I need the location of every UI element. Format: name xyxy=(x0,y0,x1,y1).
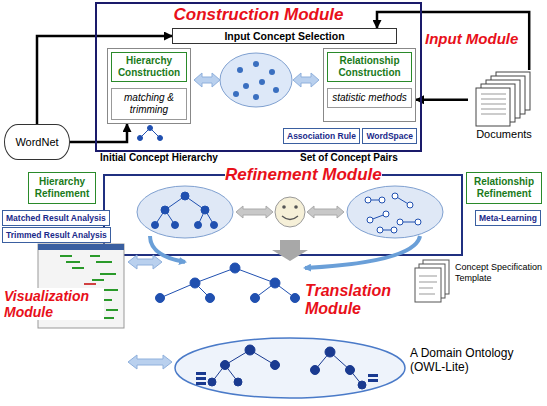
database-shape: WordNet xyxy=(4,124,70,160)
node-label: Matched Result Analysis xyxy=(6,213,106,223)
connector-arrow xyxy=(416,99,468,102)
construction-panel: Relationship Construction statistic metho… xyxy=(323,48,416,122)
module-label: Translation Module xyxy=(305,282,405,319)
module-box: Construction ModuleInput Concept Selecti… xyxy=(95,2,422,152)
node-label: Meta-Learning xyxy=(479,213,537,223)
method-tag: Association Rule xyxy=(283,128,360,144)
node-detail: matching & trimming xyxy=(111,88,187,120)
text-label: Concept Specification Template xyxy=(455,262,543,284)
node-label: Input Concept Selection xyxy=(173,29,396,43)
module-label: Input Module xyxy=(425,30,525,47)
node-label: Hierarchy Refinement xyxy=(31,176,93,200)
node-label: WordNet xyxy=(15,136,58,148)
node-detail: statistic methods xyxy=(327,88,412,108)
connector-arrow xyxy=(70,124,127,142)
document-icon xyxy=(468,70,540,128)
node-label: WordSpace xyxy=(366,131,413,141)
node-label: Relationship Refinement xyxy=(469,176,539,200)
method-tag: WordSpace xyxy=(362,128,417,144)
node-label: Trimmed Result Analysis xyxy=(6,230,107,240)
method-tag: Matched Result Analysis xyxy=(2,210,110,226)
node-label: Construction Module xyxy=(97,5,420,25)
method-tag: Trimmed Result Analysis xyxy=(2,227,111,243)
process-box: Input Concept Selection xyxy=(172,28,397,44)
documents-stack: Documents xyxy=(468,70,540,148)
node-label: Relationship Construction xyxy=(327,52,412,82)
module-label: Visualization Module xyxy=(4,288,104,320)
text-label: Initial Concept Hierarchy xyxy=(100,152,218,164)
node-label: Documents xyxy=(468,128,540,140)
module-label: Refinement Module xyxy=(225,165,382,185)
node-label: Association Rule xyxy=(287,131,356,141)
text-label: Set of Concept Pairs xyxy=(300,152,398,164)
refinement-box: Hierarchy Refinement xyxy=(28,172,96,204)
refinement-box: Relationship Refinement xyxy=(466,172,542,204)
text-label: A Domain Ontology (OWL-Lite) xyxy=(410,346,542,374)
method-tag: Meta-Learning xyxy=(475,210,541,226)
node-label: Hierarchy Construction xyxy=(111,52,187,82)
construction-panel: Hierarchy Construction matching & trimmin… xyxy=(107,48,191,124)
